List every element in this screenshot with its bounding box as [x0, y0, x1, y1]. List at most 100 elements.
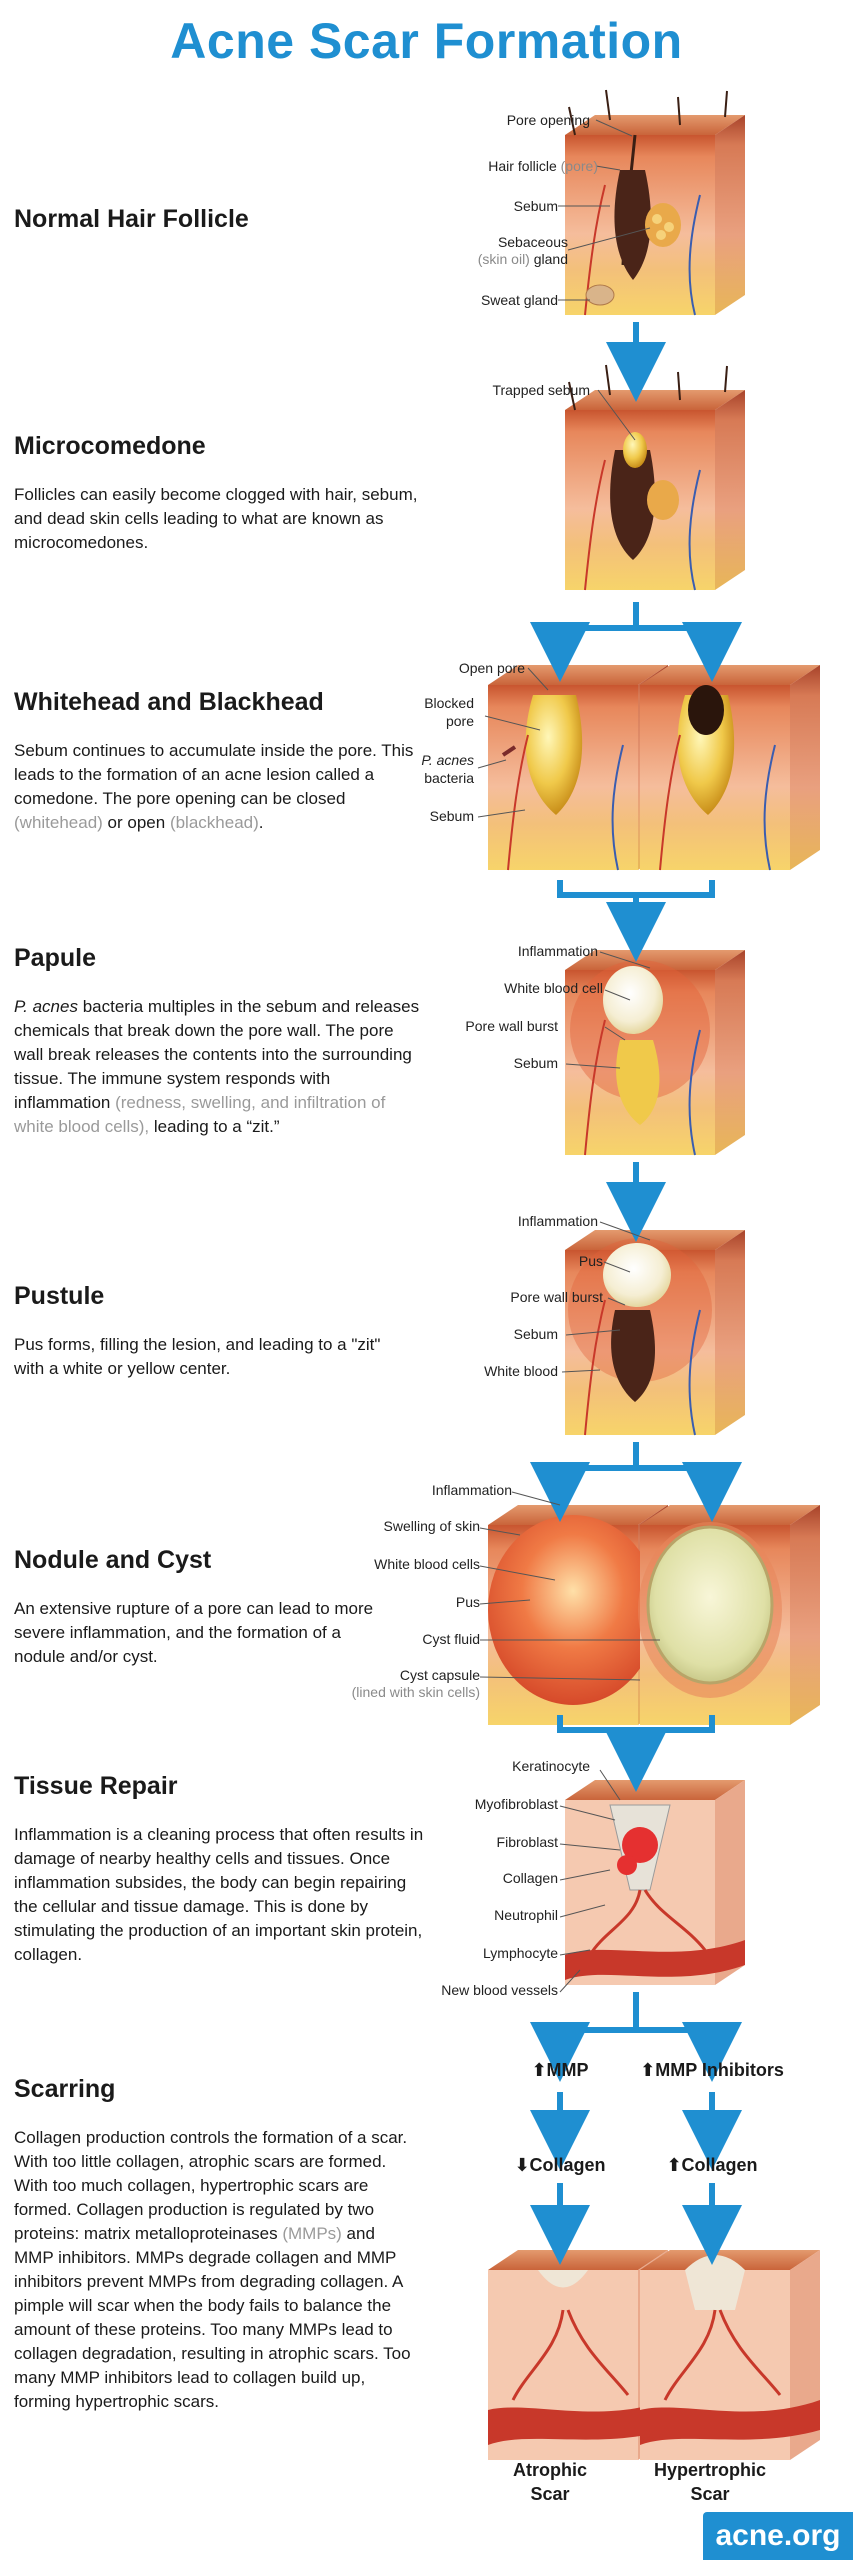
body-repair: Inflammation is a cleaning process that …	[14, 1825, 424, 1964]
label-collagen-repair: Collagen	[502, 1870, 558, 1886]
heading-pustule: Pustule	[14, 1282, 105, 1310]
skin-block-normal	[565, 89, 745, 316]
skin-block-cyst	[638, 1505, 820, 1725]
label-pus-nodule: Pus	[455, 1594, 480, 1610]
body-pustule: Pus forms, filling the lesion, and leadi…	[14, 1335, 381, 1378]
section-normal: Normal Hair Follicle	[14, 205, 424, 256]
label-hypertrophic-scar: Hypertrophic Scar	[635, 2458, 785, 2506]
label-atrophic-scar: Atrophic Scar	[490, 2458, 610, 2506]
heading-microcomedone: Microcomedone	[14, 432, 206, 460]
label-bacteria-text: bacteria	[424, 770, 474, 786]
label-pore-text: pore	[445, 713, 474, 729]
body-whitehead: Sebum continues to accumulate inside the…	[14, 739, 424, 835]
leader-lines	[477, 119, 660, 1993]
body-papule-2: leading to a “zit.”	[149, 1117, 280, 1136]
section-papule: Papule P. acnes bacteria multiples in th…	[14, 944, 424, 1139]
heading-whitehead: Whitehead and Blackhead	[14, 688, 324, 716]
brand-logo: acne.org	[703, 2512, 853, 2560]
label-p-acnes: P. acnes bacteria	[421, 751, 474, 787]
body-whitehead-3: .	[258, 813, 264, 832]
label-mmp-inhibitors-up: ⬆MMP Inhibitors	[640, 2060, 784, 2080]
skin-block-pustule	[565, 1230, 745, 1436]
body-papule-gray: (redness, swelling, and infiltration of …	[14, 1093, 386, 1136]
label-keratinocyte: Keratinocyte	[512, 1758, 590, 1774]
label-hypertrophic-scar-text: Scar	[690, 2484, 730, 2504]
body-nodule: An extensive rupture of a pore can lead …	[14, 1599, 374, 1666]
section-whitehead: Whitehead and Blackhead Sebum continues …	[14, 688, 424, 835]
label-sebaceous: Sebaceous (skin oil) gland	[478, 234, 568, 268]
body-scarring-2: and MMP inhibitors. MMPs degrade collage…	[14, 2224, 411, 2411]
heading-nodule: Nodule and Cyst	[14, 1546, 212, 1574]
body-papule-italic: P. acnes	[14, 997, 78, 1016]
label-p-acnes-text: P. acnes	[421, 752, 474, 768]
label-hypertrophic-text: Hypertrophic	[653, 2460, 767, 2480]
label-collagen-down: ⬇Collagen	[514, 2155, 606, 2175]
label-sebaceous-text: Sebaceous	[497, 234, 568, 250]
heading-normal: Normal Hair Follicle	[14, 205, 249, 233]
heading-repair: Tissue Repair	[14, 1772, 178, 1800]
label-cyst-capsule: Cyst capsule (lined with skin cells)	[352, 1667, 480, 1701]
label-inflammation-papule: Inflammation	[517, 943, 598, 959]
body-scarring-gray: (MMPs)	[282, 2224, 342, 2243]
label-blocked-pore: Blocked pore	[424, 694, 474, 730]
label-inflammation-pustule: Inflammation	[517, 1213, 598, 1229]
label-inflammation-nodule: Inflammation	[431, 1482, 512, 1498]
label-trapped-sebum: Trapped sebum	[492, 382, 590, 398]
label-gland-text: gland	[533, 251, 568, 267]
label-atrophic-text: Atrophic	[513, 2460, 587, 2480]
label-collagen-up: ⬆Collagen	[666, 2155, 758, 2175]
skin-block-blackhead	[640, 665, 820, 871]
body-papule-1: bacteria multiples in the sebum and rele…	[14, 997, 420, 1112]
label-cyst-fluid: Cyst fluid	[422, 1631, 480, 1647]
section-nodule: Nodule and Cyst An extensive rupture of …	[14, 1546, 424, 1669]
label-pus-pustule: Pus	[578, 1253, 603, 1269]
body-blackhead-note: (blackhead)	[169, 813, 259, 832]
label-cyst-capsule-note: (lined with skin cells)	[351, 1684, 480, 1700]
heading-scarring: Scarring	[14, 2075, 116, 2103]
skin-block-repair	[565, 1780, 745, 1985]
body-scarring: Collagen production controls the formati…	[14, 2126, 414, 2414]
label-sebum-whitehead: Sebum	[429, 808, 474, 824]
label-fibroblast: Fibroblast	[496, 1834, 558, 1850]
skin-block-hypertrophic	[640, 2250, 820, 2460]
label-cyst-capsule-text: Cyst capsule	[399, 1667, 480, 1683]
section-scarring: Scarring Collagen production controls th…	[14, 2075, 424, 2414]
label-lymphocyte: Lymphocyte	[483, 1945, 558, 1961]
label-atrophic-scar-text: Scar	[530, 2484, 570, 2504]
label-pore-wall-burst-papule: Pore wall burst	[465, 1018, 558, 1034]
label-open-pore: Open pore	[458, 660, 525, 676]
label-swelling: Swelling of skin	[383, 1518, 481, 1534]
body-whitehead-2: or open	[102, 813, 170, 832]
heading-papule: Papule	[14, 944, 96, 972]
skin-block-papule	[565, 950, 745, 1156]
label-white-blood: White blood	[484, 1363, 558, 1379]
label-hair-follicle-text: Hair follicle	[488, 158, 557, 174]
label-myofibroblast: Myofibroblast	[474, 1796, 558, 1812]
body-whitehead-1: Sebum continues to accumulate inside the…	[14, 741, 414, 808]
label-pore-opening: Pore opening	[506, 112, 590, 128]
section-pustule: Pustule Pus forms, filling the lesion, a…	[14, 1282, 424, 1381]
label-white-blood-cell: White blood cell	[504, 980, 603, 996]
page-title: Acne Scar Formation	[170, 13, 683, 69]
label-sebum-pustule: Sebum	[513, 1326, 558, 1342]
label-hair-follicle-note: (pore)	[560, 158, 598, 174]
label-hair-follicle: Hair follicle (pore)	[488, 158, 598, 174]
label-sebaceous-note: (skin oil)	[477, 251, 530, 267]
label-blocked-text: Blocked	[424, 695, 474, 711]
label-sebum-papule: Sebum	[513, 1055, 558, 1071]
body-papule: P. acnes bacteria multiples in the sebum…	[14, 995, 424, 1139]
label-mmp-up: ⬆MMP	[531, 2060, 589, 2080]
label-sebum-normal: Sebum	[513, 198, 558, 214]
body-scarring-1: Collagen production controls the formati…	[14, 2128, 408, 2243]
body-microcomedone: Follicles can easily become clogged with…	[14, 485, 418, 552]
section-microcomedone: Microcomedone Follicles can easily becom…	[14, 432, 424, 555]
flow-arrows	[530, 322, 742, 2265]
section-repair: Tissue Repair Inflammation is a cleaning…	[14, 1772, 424, 1967]
skin-block-microcomedone	[565, 364, 745, 591]
label-sweat-gland: Sweat gland	[480, 292, 558, 308]
label-pore-wall-burst-pustule: Pore wall burst	[510, 1289, 603, 1305]
label-neutrophil: Neutrophil	[494, 1907, 558, 1923]
label-white-blood-cells: White blood cells	[374, 1556, 480, 1572]
body-whitehead-note: (whitehead)	[14, 813, 103, 832]
